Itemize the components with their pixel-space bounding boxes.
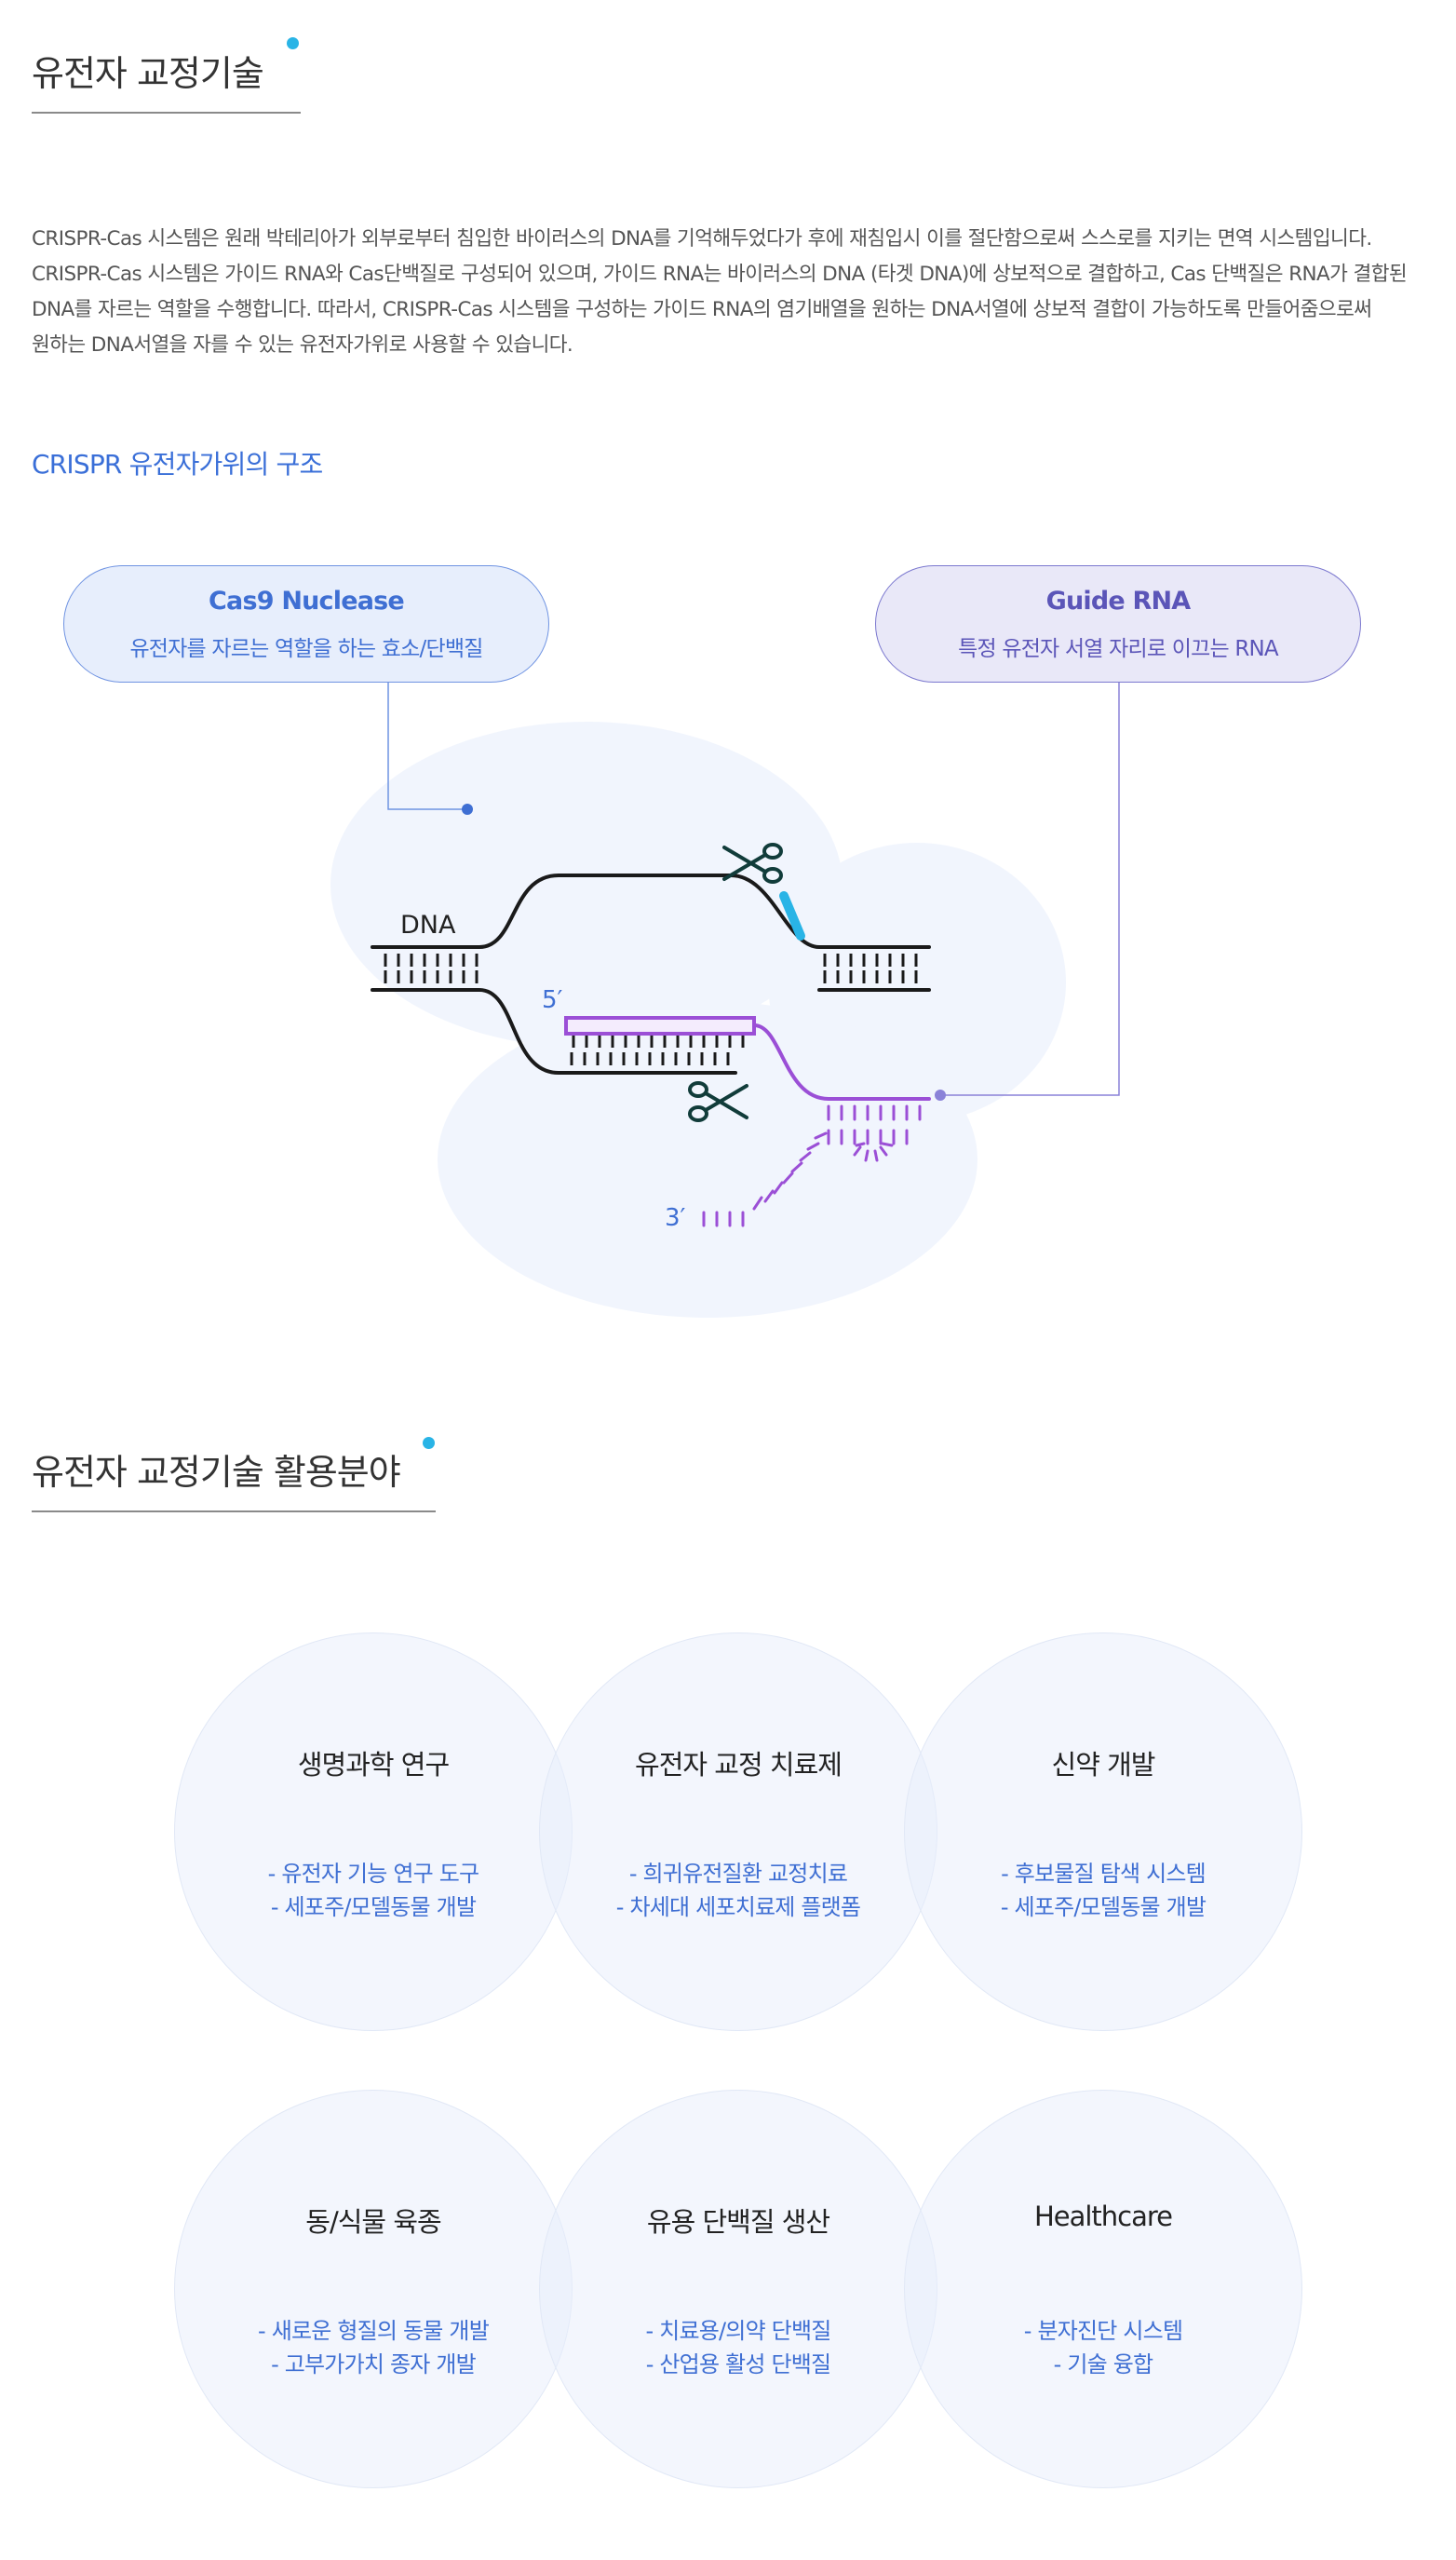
field-item: - 고부가가치 종자 개발 bbox=[271, 2351, 477, 2377]
cas9-connector bbox=[387, 683, 473, 815]
cas9-description: 유전자를 자르는 역할을 하는 효소/단백질 bbox=[129, 637, 483, 661]
field-circle: 유전자 교정 치료제 - 희귀유전질환 교정치료 - 차세대 세포치료제 플랫폼 bbox=[539, 1632, 937, 2031]
intro-line: 원하는 DNA서열을 자를 수 있는 유전자가위로 사용할 수 있습니다. bbox=[32, 333, 573, 357]
title-underline bbox=[32, 1510, 436, 1512]
cas9-nuclease-card: Cas9 Nuclease 유전자를 자르는 역할을 하는 효소/단백질 bbox=[63, 565, 549, 683]
field-item: - 유전자 기능 연구 도구 bbox=[267, 1861, 480, 1887]
guide-rna-ticks bbox=[702, 1104, 922, 1227]
cas9-title: Cas9 Nuclease bbox=[209, 587, 405, 616]
title-underline bbox=[32, 112, 301, 114]
intro-line: CRISPR-Cas 시스템은 원래 박테리아가 외부로부터 침입한 바이러스의… bbox=[32, 227, 1372, 251]
structure-heading: CRISPR 유전자가위의 구조 bbox=[32, 449, 323, 480]
field-title: Healthcare bbox=[1033, 2201, 1173, 2232]
field-item: - 산업용 활성 단백질 bbox=[645, 2351, 831, 2377]
guide-rna-connector bbox=[935, 683, 1120, 1101]
three-prime-label: 3′ bbox=[665, 1204, 686, 1232]
field-title: 생명과학 연구 bbox=[297, 1749, 450, 1781]
scissors-icon bbox=[722, 843, 783, 884]
guide-rna-description: 특정 유전자 서열 자리로 이끄는 RNA bbox=[958, 637, 1279, 661]
field-circle: Healthcare - 분자진단 시스템 - 기술 융합 bbox=[904, 2090, 1302, 2488]
intro-line: DNA를 자르는 역할을 수행합니다. 따라서, CRISPR-Cas 시스템을… bbox=[32, 298, 1372, 321]
guide-rna-card: Guide RNA 특정 유전자 서열 자리로 이끄는 RNA bbox=[875, 565, 1361, 683]
field-item: - 새로운 형질의 동물 개발 bbox=[258, 2318, 490, 2344]
field-title: 유전자 교정 치료제 bbox=[635, 1749, 843, 1781]
guide-rna-strand bbox=[564, 1016, 931, 1101]
field-circle: 동/식물 육종 - 새로운 형질의 동물 개발 - 고부가가치 종자 개발 bbox=[174, 2090, 573, 2488]
field-item: - 희귀유전질환 교정치료 bbox=[628, 1861, 848, 1887]
field-item: - 세포주/모델동물 개발 bbox=[270, 1894, 477, 1920]
dna-label: DNA bbox=[400, 911, 456, 940]
intro-line: CRISPR-Cas 시스템은 가이드 RNA와 Cas단백질로 구성되어 있으… bbox=[32, 263, 1408, 286]
five-prime-label: 5′ bbox=[542, 986, 563, 1014]
field-item: - 세포주/모델동물 개발 bbox=[1000, 1894, 1207, 1920]
field-item: - 차세대 세포치료제 플랫폼 bbox=[615, 1894, 861, 1920]
cut-site-marker bbox=[779, 891, 805, 941]
dna-base-ticks bbox=[384, 954, 918, 1065]
section-title-gene-editing: 유전자 교정기술 bbox=[32, 53, 264, 94]
field-title: 유용 단백질 생산 bbox=[646, 2206, 830, 2238]
scissors-icon bbox=[688, 1081, 748, 1122]
title-accent-dot bbox=[423, 1437, 435, 1449]
field-item: - 후보물질 탐색 시스템 bbox=[1001, 1861, 1207, 1887]
guide-rna-title: Guide RNA bbox=[1045, 587, 1192, 616]
intro-paragraph: CRISPR-Cas 시스템은 원래 박테리아가 외부로부터 침입한 바이러스의… bbox=[32, 222, 1437, 363]
title-accent-dot bbox=[287, 37, 299, 49]
crispr-structure-diagram: DNA 5′ 3′ bbox=[330, 683, 1120, 1318]
section-title-applications: 유전자 교정기술 활용분야 bbox=[32, 1452, 401, 1493]
field-circle: 신약 개발 - 후보물질 탐색 시스템 - 세포주/모델동물 개발 bbox=[904, 1632, 1302, 2031]
field-title: 동/식물 육종 bbox=[305, 2206, 441, 2238]
field-title: 신약 개발 bbox=[1051, 1749, 1156, 1781]
field-item: - 치료용/의약 단백질 bbox=[645, 2318, 831, 2344]
field-circle: 유용 단백질 생산 - 치료용/의약 단백질 - 산업용 활성 단백질 bbox=[539, 2090, 937, 2488]
field-item: - 분자진단 시스템 bbox=[1023, 2318, 1183, 2344]
field-item: - 기술 융합 bbox=[1053, 2351, 1153, 2377]
field-circle: 생명과학 연구 - 유전자 기능 연구 도구 - 세포주/모델동물 개발 bbox=[174, 1632, 573, 2031]
